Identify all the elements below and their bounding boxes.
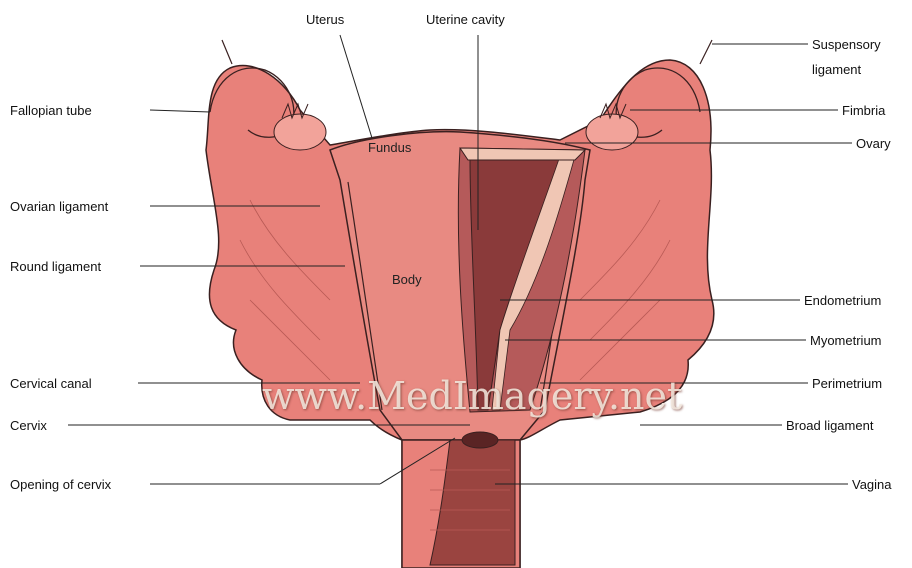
- ovary-right: [586, 114, 638, 150]
- label-uterus: Uterus: [306, 12, 344, 28]
- cervix-opening: [462, 432, 498, 448]
- label-suspensory-2: ligament: [812, 62, 861, 78]
- top-cut: [460, 148, 585, 160]
- label-fallopian-tube: Fallopian tube: [10, 103, 92, 119]
- label-endometrium: Endometrium: [804, 293, 881, 309]
- label-suspensory-1: Suspensory: [812, 37, 881, 53]
- fundus-label: Fundus: [368, 140, 411, 155]
- label-round-ligament: Round ligament: [10, 259, 101, 275]
- label-ovarian-ligament: Ovarian ligament: [10, 199, 108, 215]
- label-cervical-canal: Cervical canal: [10, 376, 92, 392]
- body-label: Body: [392, 272, 422, 287]
- label-uterine-cavity: Uterine cavity: [426, 12, 505, 28]
- ovary-left: [274, 114, 326, 150]
- suspensory-ligament-right: [700, 40, 712, 64]
- watermark: www.MedImagery.net: [262, 374, 702, 418]
- label-opening-of-cervix: Opening of cervix: [10, 477, 111, 493]
- label-fimbria: Fimbria: [842, 103, 885, 119]
- label-perimetrium: Perimetrium: [812, 376, 882, 392]
- label-myometrium: Myometrium: [810, 333, 882, 349]
- label-cervix: Cervix: [10, 418, 47, 434]
- label-ovary: Ovary: [856, 136, 891, 152]
- label-broad-ligament: Broad ligament: [786, 418, 873, 434]
- suspensory-ligament-left: [222, 40, 232, 64]
- label-vagina: Vagina: [852, 477, 892, 493]
